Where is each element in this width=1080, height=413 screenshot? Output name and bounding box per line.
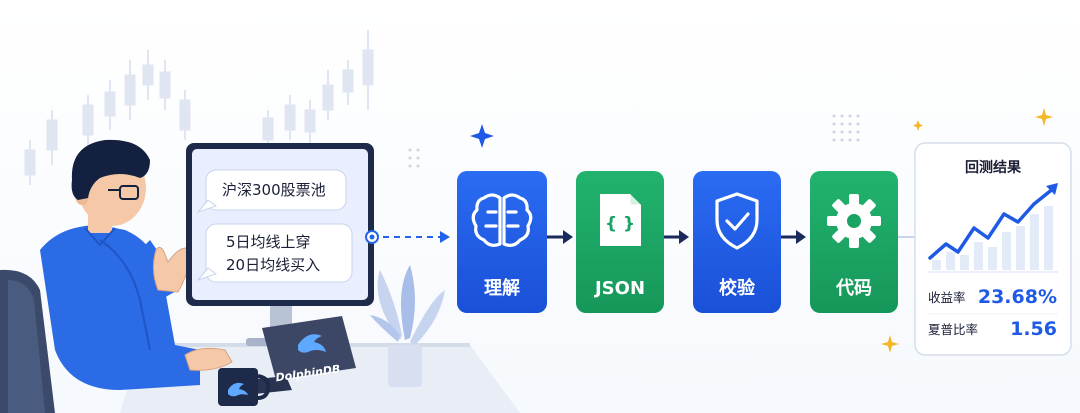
chat-bubble-stock-pool: 沪深300股票池 (196, 169, 347, 214)
pipeline-step-label: 代码 (835, 278, 872, 299)
chat-bubble-strategy: 5日均线上穿 20日均线买入 (196, 223, 353, 283)
office-chair (0, 269, 55, 413)
pipeline-step-understand: 理解 (457, 171, 547, 313)
metric-label-sharpe: 夏普比率 (928, 322, 978, 337)
pipeline-step-validate: 校验 (693, 171, 781, 313)
background-candlestick-decoration (24, 30, 374, 185)
potted-plant (370, 265, 445, 387)
metric-label-return: 收益率 (928, 290, 966, 305)
metric-value-return: 23.68% (978, 286, 1057, 308)
gear-icon (827, 194, 881, 248)
pipeline-step-json: { } JSON (576, 171, 664, 313)
arrow-icon (440, 231, 450, 243)
chat-bubble-stock-pool-text: 沪深300股票池 (222, 181, 326, 199)
sparkle-icon (470, 124, 494, 148)
result-card-title: 回测结果 (965, 159, 1022, 176)
coffee-mug (218, 368, 271, 406)
chat-bubble-strategy-line2: 20日均线买入 (226, 256, 320, 274)
pipeline-step-label: JSON (593, 278, 645, 299)
svg-text:{ }: { } (605, 214, 635, 234)
result-mini-chart (928, 183, 1058, 273)
metric-value-sharpe: 1.56 (1010, 318, 1057, 340)
sparkle-icon (1035, 108, 1053, 126)
trend-arrow-icon (1046, 183, 1058, 195)
shield-check-icon (715, 192, 759, 250)
backtest-result-card: 回测结果 收益率 23.68% 夏普比率 1.56 (914, 142, 1072, 356)
json-file-icon: { } (600, 194, 641, 246)
pipeline-step-label: 理解 (484, 277, 520, 299)
dolphin-logo-icon (228, 382, 248, 397)
dolphin-logo-icon (298, 334, 326, 353)
pipeline-step-label: 校验 (719, 277, 756, 299)
sparkle-icon (881, 335, 899, 353)
pipeline-step-code: 代码 (810, 171, 898, 313)
chat-bubble-strategy-line1: 5日均线上穿 (226, 233, 311, 251)
brain-icon (471, 193, 533, 247)
person-figure (40, 139, 233, 390)
sparkle-icon (913, 120, 923, 131)
dot-grid-decoration (408, 114, 860, 168)
